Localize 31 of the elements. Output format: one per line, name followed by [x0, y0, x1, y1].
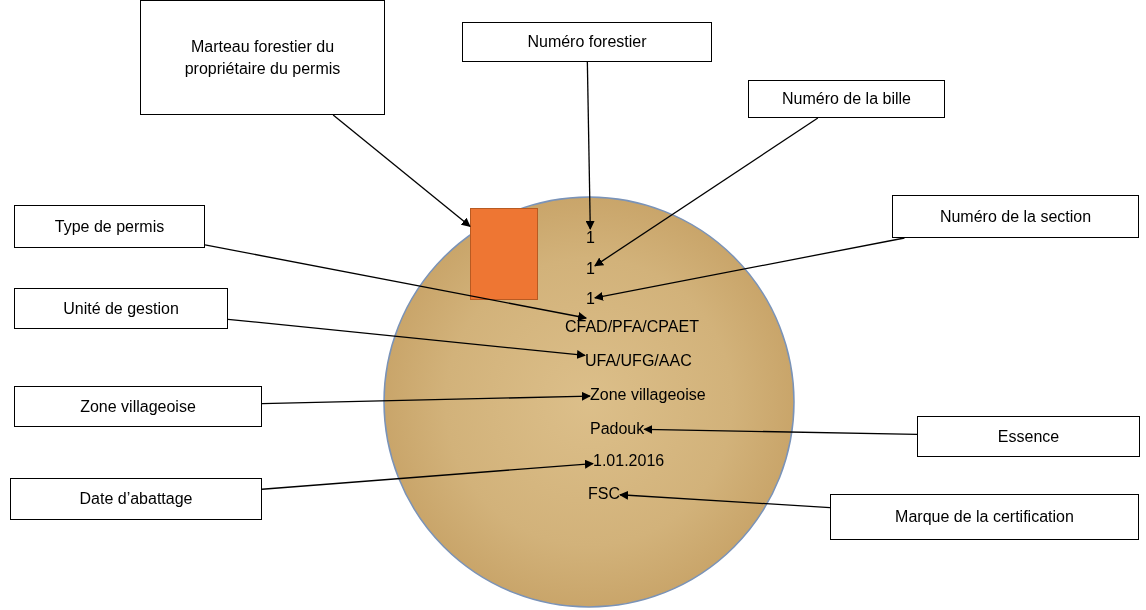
callout-box: Date d’abattage: [10, 478, 262, 520]
marking-text: 1.01.2016: [593, 452, 665, 470]
leader-arrow: [261, 391, 591, 405]
marking-text: FSC: [588, 485, 620, 503]
marking-text: Zone villageoise: [590, 386, 706, 404]
callout-box: Numéro de la section: [892, 195, 1139, 238]
leader-arrow: [594, 237, 906, 301]
callout-box: Marque de la certification: [830, 494, 1139, 540]
marking-text: 1: [586, 290, 595, 308]
marking-text: CFAD/PFA/CPAET: [565, 318, 699, 336]
callout-box: Zone villageoise: [14, 386, 262, 427]
leader-arrow: [332, 114, 471, 227]
callout-box: Unité de gestion: [14, 288, 228, 329]
leader-arrow: [594, 117, 819, 267]
leader-arrow: [619, 490, 831, 509]
marking-text: 1: [586, 260, 595, 278]
leader-arrow: [204, 244, 588, 321]
callout-box: Type de permis: [14, 205, 205, 248]
hammer-mark: [470, 208, 538, 300]
marking-text: Padouk: [590, 420, 645, 438]
callout-box: Numéro de la bille: [748, 80, 945, 118]
leader-arrow: [227, 318, 586, 360]
marking-text: UFA/UFG/AAC: [585, 352, 692, 370]
leader-arrow: [585, 61, 595, 230]
callout-box: Numéro forestier: [462, 22, 712, 62]
callout-box: Marteau forestier du propriétaire du permis: [140, 0, 385, 115]
leader-arrow: [261, 459, 594, 490]
marking-text: 1: [586, 229, 595, 247]
log-end-cross-section: [383, 196, 795, 608]
callout-box: Essence: [917, 416, 1140, 457]
leader-arrow: [643, 424, 918, 436]
